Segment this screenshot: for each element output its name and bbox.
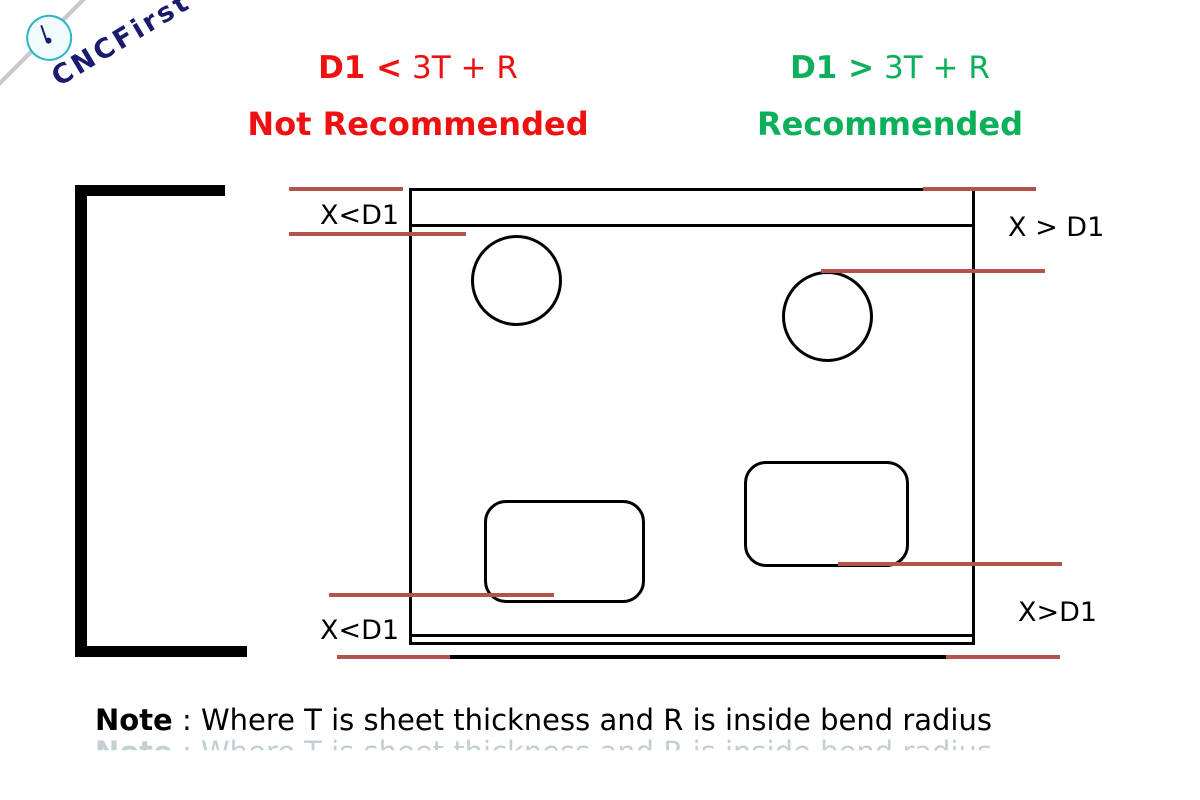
right-verdict-heading: Recommended (757, 105, 1023, 143)
right-formula-rest: 3T + R (874, 50, 990, 86)
bend-channel-profile (75, 185, 247, 657)
dimension-line-bottom-left-b (337, 655, 450, 659)
dimension-line-bottom-right-a (838, 562, 1062, 566)
left-verdict-heading: Not Recommended (247, 105, 589, 143)
channel-web (75, 185, 87, 657)
note-text-ghost: : Where T is sheet thickness and R is in… (172, 735, 992, 769)
dimension-line-top-right-b (821, 269, 1045, 273)
left-formula-rest: 3T + R (402, 50, 518, 86)
channel-top-flange (75, 185, 225, 196)
sheet-outline (409, 188, 975, 645)
label-x-less-d1-bottom: X<D1 (320, 615, 400, 646)
label-x-less-d1-top: X<D1 (320, 200, 400, 231)
note-line-ghost: Note : Where T is sheet thickness and R … (95, 735, 992, 769)
rounded-slot-right (744, 461, 909, 567)
circular-hole-right (782, 271, 873, 362)
label-x-greater-d1-top: X > D1 (1008, 212, 1105, 243)
bend-line-top (409, 224, 975, 227)
left-formula-heading: D1 < 3T + R (228, 50, 608, 86)
right-formula-strong: D1 > (790, 50, 875, 86)
bend-line-bottom (409, 634, 975, 637)
sheet-bottom-edge (409, 655, 975, 659)
bottom-margin (0, 762, 1200, 800)
dimension-line-bottom-right-b (946, 655, 1060, 659)
note-label: Note (95, 703, 173, 737)
dimension-line-bottom-left-a (329, 593, 554, 597)
note-line: Note : Where T is sheet thickness and R … (95, 703, 992, 737)
dimension-line-top-left-a (289, 187, 403, 191)
note-label-ghost: Note (95, 735, 173, 769)
logo: CNCFirst (0, 0, 217, 140)
rounded-slot-left (484, 500, 645, 603)
channel-bottom-flange (75, 646, 247, 657)
label-x-greater-d1-bottom: X>D1 (1018, 597, 1098, 628)
dimension-line-top-right-a (923, 187, 1036, 191)
note-text: : Where T is sheet thickness and R is in… (172, 703, 992, 737)
dimension-line-top-left-b (289, 232, 466, 236)
right-formula-heading: D1 > 3T + R (700, 50, 1080, 86)
left-formula-strong: D1 < (318, 50, 403, 86)
circular-hole-left (471, 235, 562, 326)
